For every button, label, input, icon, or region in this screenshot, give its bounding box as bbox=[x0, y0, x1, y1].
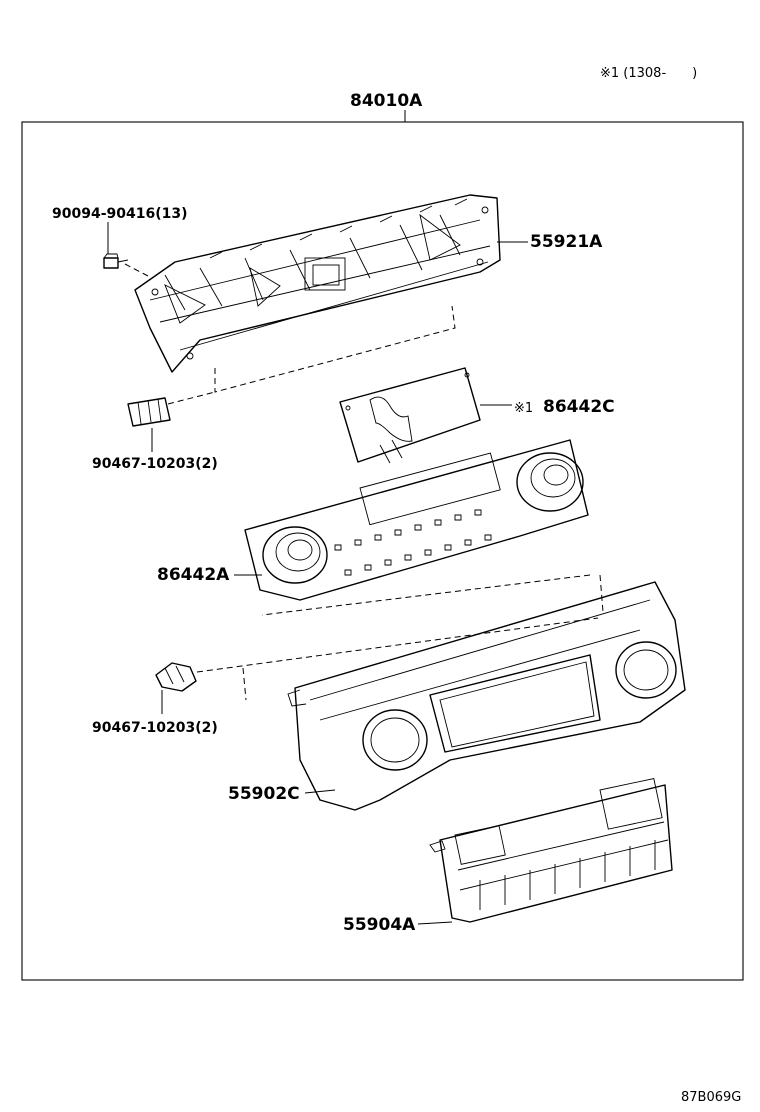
switch-panel-part bbox=[429, 778, 673, 923]
display-board-label: 86442C bbox=[543, 397, 615, 417]
bezel-label: 55902C bbox=[228, 784, 300, 804]
diagram-code: 87B069G bbox=[681, 1090, 741, 1105]
clip-upper-part bbox=[127, 397, 171, 427]
clip-upper-label: 90467-10203(2) bbox=[92, 456, 218, 472]
assembly-label: 84010A bbox=[350, 91, 423, 111]
clip-lower-label: 90467-10203(2) bbox=[92, 720, 218, 736]
note-label: ※1 (1308- ) bbox=[600, 66, 697, 81]
control-board-part bbox=[244, 439, 589, 601]
display-board-part bbox=[339, 367, 481, 464]
display-mark: ※1 bbox=[514, 401, 533, 416]
bolt-part bbox=[103, 253, 129, 269]
clip-lower-part bbox=[155, 662, 197, 692]
assembly-frame bbox=[21, 121, 744, 981]
knob-right bbox=[516, 452, 584, 512]
bezel-part bbox=[287, 581, 686, 811]
bolt-label: 90094-90416(13) bbox=[52, 206, 188, 222]
frame-label: 55921A bbox=[530, 232, 603, 252]
switch-panel-label: 55904A bbox=[343, 915, 416, 935]
knob-left bbox=[262, 526, 328, 584]
control-board-label: 86442A bbox=[157, 565, 230, 585]
frame-part bbox=[134, 194, 501, 373]
